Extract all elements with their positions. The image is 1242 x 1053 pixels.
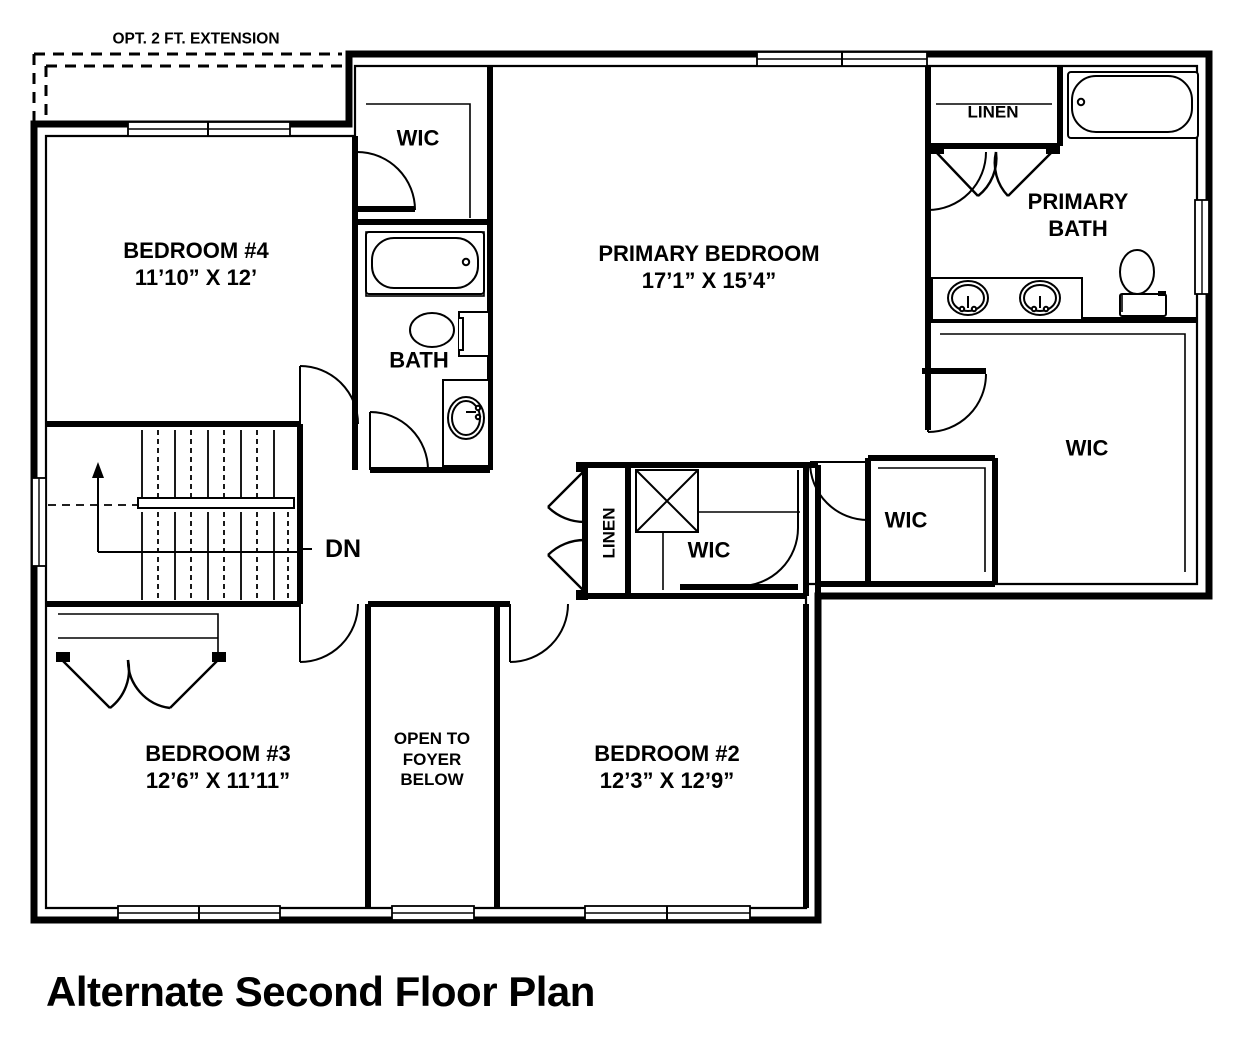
staircase xyxy=(48,430,300,600)
bathtub-hall-bath xyxy=(365,231,485,295)
vanity-hall-bath xyxy=(442,379,490,467)
sink-right xyxy=(1019,280,1061,316)
exterior-wall-inner-line xyxy=(44,64,1199,910)
toilet-hall-bath xyxy=(409,311,490,357)
room-label-linen-hall: LINEN xyxy=(599,507,619,559)
room-label-primary-bedroom: PRIMARY BEDROOM 17’1” X 15’4” xyxy=(598,241,820,293)
room-label-open-to-foyer: OPEN TO FOYER BELOW xyxy=(393,728,471,790)
sink-left xyxy=(947,280,989,316)
room-label-bedroom-3: BEDROOM #3 12’6” X 11’11” xyxy=(145,741,291,793)
room-label-linen-primary: LINEN xyxy=(967,102,1019,122)
double-vanity-primary-bath xyxy=(931,277,1083,321)
room-label-wic-hall-center: WIC xyxy=(687,537,731,563)
bathtub-primary-bath xyxy=(1067,71,1199,139)
room-label-wic-primary: WIC xyxy=(1065,435,1109,461)
optional-extension-outline xyxy=(32,52,342,124)
room-label-primary-bath: PRIMARY BATH xyxy=(1027,189,1129,241)
page-title: Alternate Second Floor Plan xyxy=(46,968,595,1015)
stair-up-arrow xyxy=(92,462,300,553)
room-label-wic-bedroom4: WIC xyxy=(396,125,440,151)
wall-detail-lines xyxy=(58,103,1186,660)
attic-access-hatch xyxy=(635,469,699,533)
room-label-bedroom-2: BEDROOM #2 12’3” X 12’9” xyxy=(594,741,740,793)
door-group xyxy=(56,144,1060,710)
room-label-bedroom-4: BEDROOM #4 11’10” X 12’ xyxy=(123,238,269,290)
window-group xyxy=(31,51,1210,921)
opt-extension-note: OPT. 2 FT. EXTENSION xyxy=(112,30,280,48)
toilet-primary-bath xyxy=(1119,249,1167,317)
room-label-bath: BATH xyxy=(389,347,449,373)
exterior-wall xyxy=(30,50,1213,924)
room-label-wic-hall-right: WIC xyxy=(884,507,928,533)
stair-direction-label: DN xyxy=(324,534,362,563)
